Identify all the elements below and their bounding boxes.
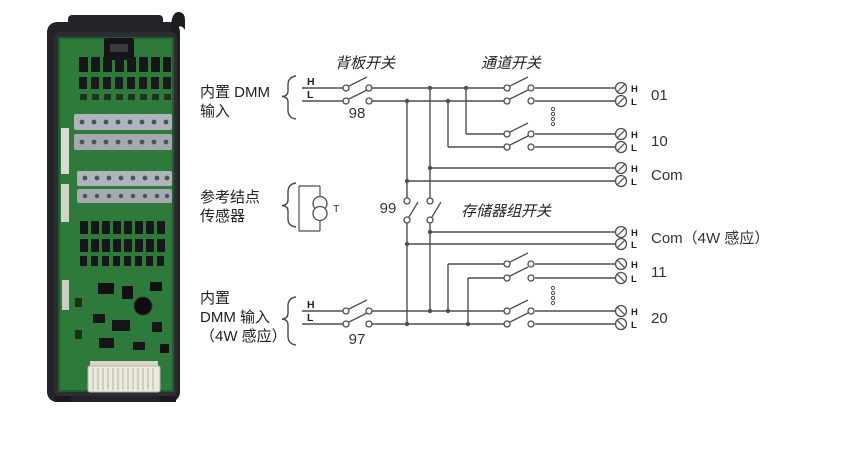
- svg-text:H: H: [631, 84, 638, 95]
- edge-connector: [87, 361, 161, 393]
- svg-text:内置 DMM: 内置 DMM: [200, 84, 270, 101]
- component-row: [80, 94, 171, 100]
- svg-text:L: L: [631, 97, 637, 108]
- ref-junction-sensor: T: [298, 185, 340, 232]
- stub-h-bottom: H: [307, 299, 315, 311]
- terminal-strips: [74, 114, 172, 203]
- switch-99: 99: [380, 197, 442, 224]
- relay-row-top: [79, 57, 171, 72]
- switch-97: 97: [342, 299, 373, 348]
- svg-text:L: L: [631, 240, 637, 251]
- svg-text:L: L: [631, 320, 637, 331]
- ellipsis-bank-a: [550, 106, 556, 127]
- svg-text:H: H: [631, 307, 638, 318]
- svg-text:DMM 输入: DMM 输入: [200, 309, 270, 326]
- ic-components: [75, 282, 169, 353]
- svg-text:参考结点: 参考结点: [200, 189, 260, 206]
- ellipsis-bank-b: [550, 285, 556, 306]
- channel-label-com: Com: [651, 167, 683, 184]
- svg-text:H: H: [631, 228, 638, 239]
- terminal-group-11: H L 11: [614, 257, 667, 285]
- channel-label-10: 10: [651, 133, 668, 150]
- switch-98-label: 98: [349, 105, 366, 122]
- svg-text:传感器: 传感器: [200, 208, 245, 225]
- brace-ref-junction: [281, 182, 297, 228]
- brace-dmm-input-4w: [281, 296, 297, 346]
- relay-rows-middle: [80, 221, 165, 266]
- svg-text:L: L: [631, 143, 637, 154]
- sensor-t-label: T: [333, 203, 340, 215]
- terminal-group-01: H L 01: [614, 81, 668, 108]
- relay-row-2: [79, 77, 171, 89]
- label-bank-switch: 存储器组开关: [461, 203, 552, 220]
- terminal-group-10: H L 10: [614, 127, 668, 154]
- pcb-labels: [61, 128, 69, 310]
- channel-switch-20: [503, 299, 535, 328]
- switch-99-label: 99: [380, 200, 397, 217]
- svg-text:L: L: [631, 274, 637, 285]
- svg-text:H: H: [631, 260, 638, 271]
- switch-98: 98: [342, 76, 373, 122]
- terminal-group-20: H L 20: [614, 304, 668, 331]
- stub-h-top: H: [307, 76, 315, 88]
- svg-text:H: H: [631, 130, 638, 141]
- channel-switch-01: [503, 76, 535, 105]
- bank-a-wiring: [302, 85, 615, 198]
- stub-l-bottom: L: [307, 312, 314, 324]
- svg-text:（4W 感应）: （4W 感应）: [200, 327, 287, 345]
- sensor-symbol-bottom: [312, 205, 328, 222]
- channel-label-11: 11: [651, 264, 667, 281]
- channel-label-com-4w: Com（4W 感应）: [651, 229, 769, 247]
- label-ref-junction: 参考结点 传感器: [200, 189, 260, 225]
- terminal-group-com: H L Com: [614, 161, 683, 188]
- label-backplane-switch: 背板开关: [335, 55, 396, 72]
- channel-switch-11: [503, 252, 535, 282]
- switch-97-label: 97: [349, 331, 366, 348]
- label-channel-switch: 通道开关: [481, 55, 542, 72]
- channel-switch-10: [503, 122, 535, 151]
- svg-text:内置: 内置: [200, 290, 230, 307]
- channel-label-01: 01: [651, 87, 668, 104]
- label-dmm-input: 内置 DMM 输入: [200, 84, 270, 120]
- brace-dmm-input: [281, 75, 297, 120]
- svg-text:输入: 输入: [200, 103, 230, 120]
- bank-b-wiring: [302, 223, 615, 327]
- svg-text:H: H: [631, 164, 638, 175]
- stub-l-top: L: [307, 89, 314, 101]
- channel-label-20: 20: [651, 310, 668, 327]
- label-dmm-input-4w: 内置 DMM 输入 （4W 感应）: [200, 290, 287, 345]
- module-photo: [47, 12, 185, 402]
- svg-text:L: L: [631, 177, 637, 188]
- terminal-group-com-4w: H L Com（4W 感应）: [614, 225, 769, 251]
